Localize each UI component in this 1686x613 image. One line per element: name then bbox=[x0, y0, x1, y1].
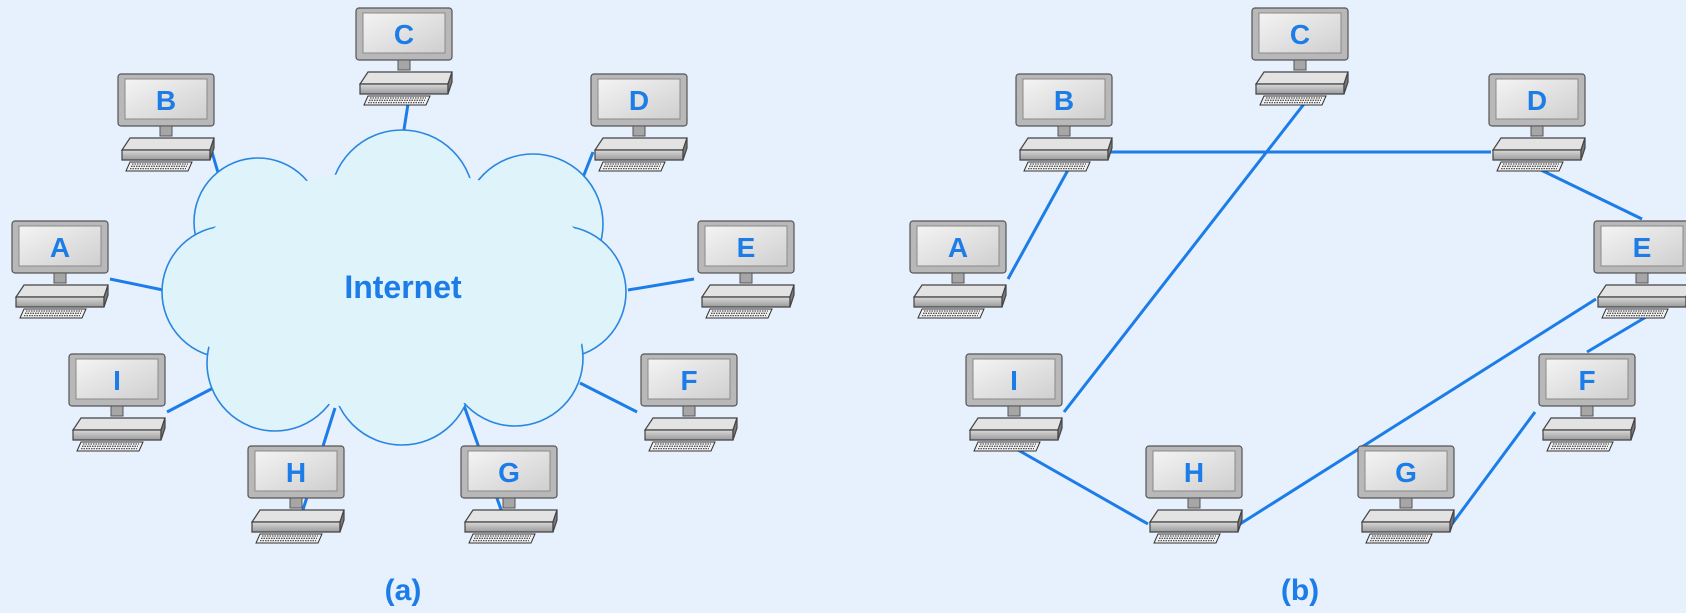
desktop-computer-icon bbox=[1015, 73, 1113, 172]
link-e-internet bbox=[627, 277, 695, 292]
computer-label: D bbox=[1527, 85, 1547, 116]
computer-label: B bbox=[156, 85, 176, 116]
computer-label: G bbox=[498, 457, 520, 488]
computer-label: B bbox=[1054, 85, 1074, 116]
computer-label: A bbox=[948, 232, 968, 263]
link-e-h bbox=[1239, 297, 1597, 526]
computer-a-d: D bbox=[590, 73, 688, 172]
link-a-b bbox=[1006, 169, 1070, 280]
computer-label: E bbox=[1633, 232, 1652, 263]
computer-label: H bbox=[1184, 457, 1204, 488]
computer-label: C bbox=[394, 19, 414, 50]
desktop-computer-icon bbox=[1488, 73, 1586, 172]
desktop-computer-icon bbox=[640, 353, 738, 452]
computer-label: I bbox=[1010, 365, 1018, 396]
link-a-internet bbox=[109, 277, 164, 292]
link-e-f bbox=[1586, 315, 1647, 354]
computer-b-d: D bbox=[1488, 73, 1586, 172]
computer-a-a: A bbox=[11, 220, 109, 319]
computer-b-c: C bbox=[1251, 7, 1349, 106]
desktop-computer-icon bbox=[68, 353, 166, 452]
desktop-computer-icon bbox=[1251, 7, 1349, 106]
panel-a-caption: (a) bbox=[385, 574, 422, 607]
computer-label: D bbox=[629, 85, 649, 116]
desktop-computer-icon bbox=[590, 73, 688, 172]
desktop-computer-icon bbox=[1593, 220, 1686, 319]
desktop-computer-icon bbox=[11, 220, 109, 319]
internet-label: Internet bbox=[344, 269, 462, 305]
panel-b-links bbox=[1006, 103, 1647, 526]
computer-b-f: F bbox=[1538, 353, 1636, 452]
computer-b-b: B bbox=[1015, 73, 1113, 172]
link-c-i bbox=[1062, 103, 1306, 413]
computer-label: F bbox=[680, 365, 697, 396]
computer-a-c: C bbox=[355, 7, 453, 106]
computer-b-g: G bbox=[1357, 445, 1455, 544]
computer-b-h: H bbox=[1145, 445, 1243, 544]
desktop-computer-icon bbox=[247, 445, 345, 544]
desktop-computer-icon bbox=[117, 73, 215, 172]
desktop-computer-icon bbox=[909, 220, 1007, 319]
computer-a-b: B bbox=[117, 73, 215, 172]
computer-label: E bbox=[737, 232, 756, 263]
link-g-f bbox=[1450, 411, 1537, 525]
computer-label: F bbox=[1578, 365, 1595, 396]
computer-label: G bbox=[1395, 457, 1417, 488]
computer-b-e: E bbox=[1593, 220, 1686, 319]
panel-b-nodes: A B C D E F G H I bbox=[909, 7, 1686, 544]
desktop-computer-icon bbox=[460, 445, 558, 544]
desktop-computer-icon bbox=[1538, 353, 1636, 452]
desktop-computer-icon bbox=[1357, 445, 1455, 544]
computer-a-e: E bbox=[697, 220, 795, 319]
link-i-internet bbox=[166, 384, 218, 414]
panel-b-caption: (b) bbox=[1281, 574, 1319, 607]
link-f-internet bbox=[579, 381, 638, 414]
desktop-computer-icon bbox=[355, 7, 453, 106]
computer-b-a: A bbox=[909, 220, 1007, 319]
internet-cloud: Internet bbox=[161, 129, 627, 446]
link-i-h bbox=[1017, 448, 1149, 526]
link-d-e bbox=[1540, 168, 1643, 221]
computer-label: H bbox=[286, 457, 306, 488]
panel-a-nodes: A B C D E F G H I bbox=[11, 7, 795, 544]
panel-b: A B C D E F G H I (b) bbox=[909, 7, 1686, 607]
computer-a-f: F bbox=[640, 353, 738, 452]
panel-a: Internet A B C D E F G H I (a) bbox=[11, 7, 795, 607]
desktop-computer-icon bbox=[1145, 445, 1243, 544]
cloud-icon bbox=[161, 129, 627, 446]
computer-label: I bbox=[113, 365, 121, 396]
computer-label: A bbox=[50, 232, 70, 263]
computer-a-g: G bbox=[460, 445, 558, 544]
computer-b-i: I bbox=[965, 353, 1063, 452]
desktop-computer-icon bbox=[965, 353, 1063, 452]
computer-a-i: I bbox=[68, 353, 166, 452]
computer-label: C bbox=[1290, 19, 1310, 50]
computer-a-h: H bbox=[247, 445, 345, 544]
desktop-computer-icon bbox=[697, 220, 795, 319]
